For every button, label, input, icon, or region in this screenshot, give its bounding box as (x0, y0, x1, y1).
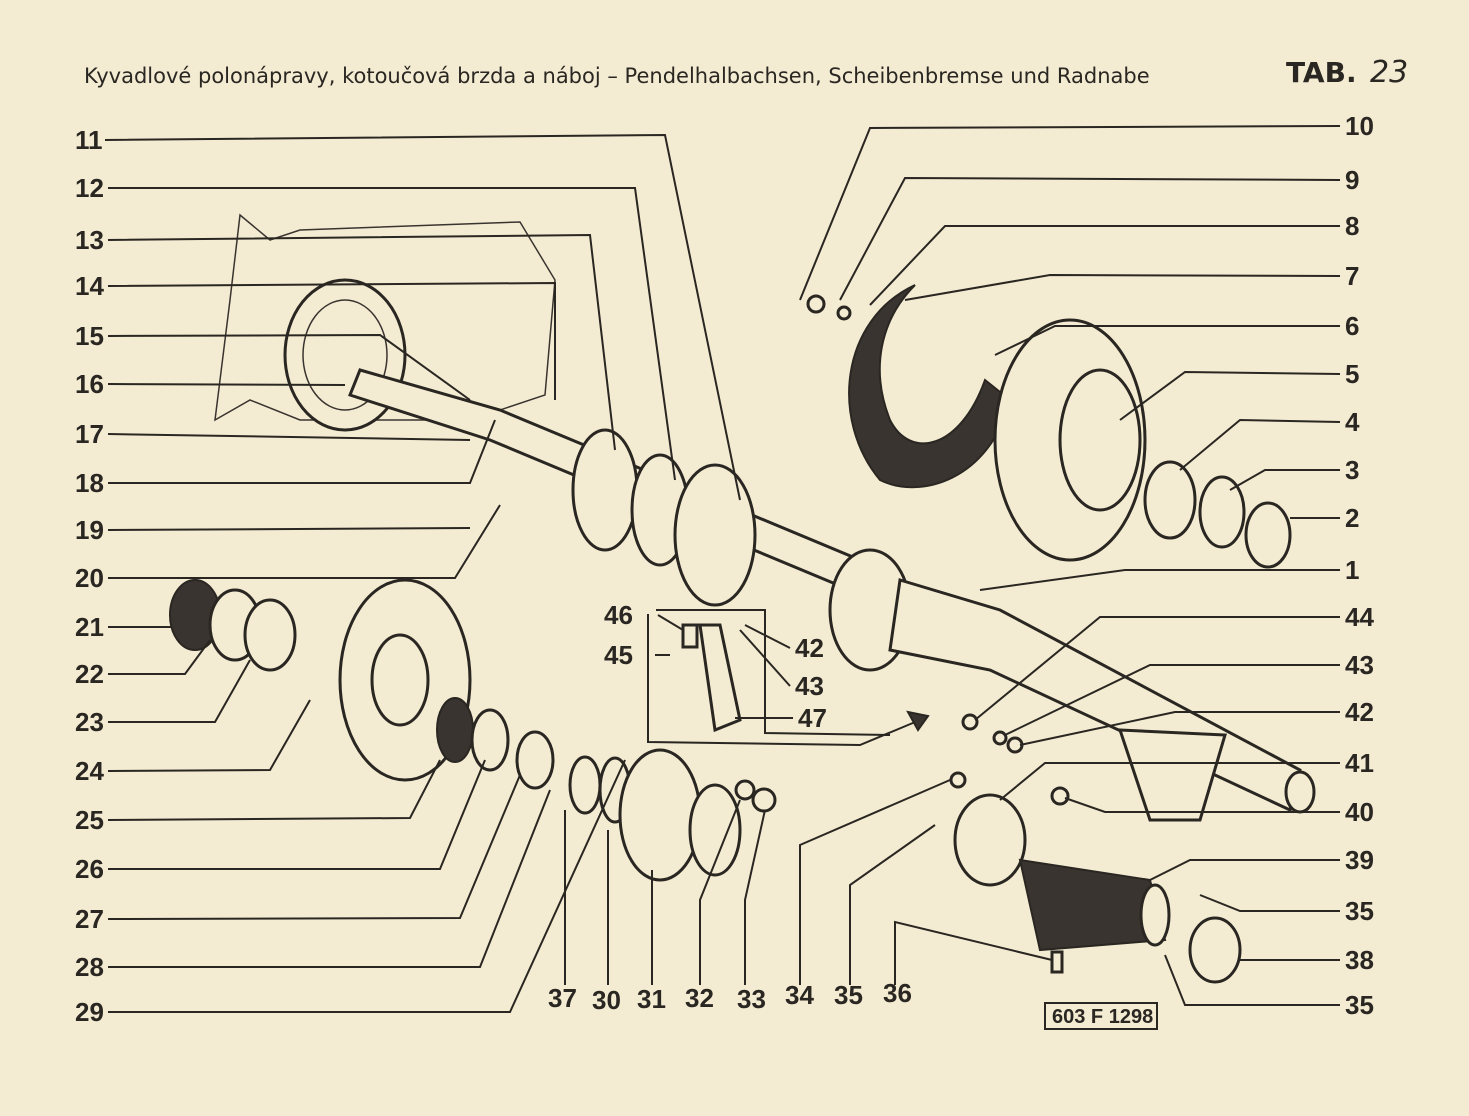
tab-label: TAB. (1286, 56, 1357, 89)
ring-26 (470, 708, 510, 772)
clamp-41 (953, 793, 1027, 887)
part-label: 13 (75, 225, 104, 255)
part-label: 14 (75, 271, 104, 301)
part-label: 27 (75, 904, 104, 934)
inset-detail (647, 609, 930, 747)
part-label: 20 (75, 563, 104, 593)
part-label: 17 (75, 419, 104, 449)
part-label: 33 (737, 984, 766, 1014)
part-label: 15 (75, 321, 104, 351)
part-label: 43 (1345, 650, 1374, 680)
tab-number: 23 (1370, 55, 1408, 90)
part-label: 18 (75, 468, 104, 498)
bearing-25 (436, 697, 474, 763)
part-label: 42 (795, 633, 824, 663)
part-label: 2 (1345, 503, 1359, 533)
bolt-36 (1050, 950, 1064, 974)
part-label: 37 (548, 983, 577, 1013)
part-label: 12 (75, 173, 104, 203)
part-label: 5 (1345, 359, 1359, 389)
labels-inset: 46 45 42 43 47 (604, 600, 827, 733)
part-label: 22 (75, 659, 104, 689)
labels-left: 11 12 13 14 15 16 17 18 19 20 21 22 23 2… (75, 125, 104, 1027)
labels-right: 10 9 8 7 6 5 4 3 2 1 44 43 42 41 40 39 3… (1345, 111, 1374, 1020)
part-label: 43 (795, 671, 824, 701)
part-label: 38 (1345, 945, 1374, 975)
labels-bottom: 37 30 31 32 33 34 35 36 (548, 978, 912, 1015)
ring-37 (568, 755, 602, 815)
ring-2 (1244, 501, 1292, 569)
part-label: 35 (1345, 990, 1374, 1020)
part-label: 21 (75, 612, 104, 642)
seal-4 (1143, 460, 1197, 540)
nut-27 (515, 730, 555, 790)
part-label: 28 (75, 952, 104, 982)
part-label: 6 (1345, 311, 1359, 341)
part-label: 31 (637, 984, 666, 1014)
part-label: 23 (75, 707, 104, 737)
part-label: 41 (1345, 748, 1374, 778)
drawing-code: 603 F 1298 (1052, 1006, 1153, 1028)
part-label: 36 (883, 978, 912, 1008)
drawing-code-box: 603 F 1298 (1044, 1002, 1158, 1030)
part-label: 11 (75, 125, 103, 155)
sleeve-23 (243, 598, 297, 672)
bracket (1117, 728, 1227, 822)
part-label: 24 (75, 756, 104, 786)
part-label: 9 (1345, 165, 1359, 195)
part-label: 30 (592, 985, 621, 1015)
nut-33 (751, 787, 777, 813)
part-label: 25 (75, 805, 104, 835)
part-label: 4 (1345, 407, 1360, 437)
part-label: 29 (75, 997, 104, 1027)
part-label: 8 (1345, 211, 1359, 241)
rubber-boot (1018, 858, 1167, 952)
part-label: 7 (1345, 261, 1359, 291)
part-label: 47 (798, 703, 827, 733)
part-label: 10 (1345, 111, 1374, 141)
part-label: 44 (1345, 602, 1374, 632)
gasket-13 (571, 428, 639, 552)
part-label: 1 (1345, 555, 1359, 585)
part-label: 42 (1345, 697, 1374, 727)
ring-3 (1198, 475, 1246, 549)
leader-lines (104, 125, 1341, 1013)
part-label: 26 (75, 854, 104, 884)
hub-cap (618, 748, 702, 882)
strap-47 (698, 623, 742, 733)
part-label: 39 (1345, 845, 1374, 875)
gearbox-housing (214, 213, 556, 422)
part-label: 32 (685, 983, 714, 1013)
flange-11 (673, 463, 757, 607)
part-label: 35 (834, 980, 863, 1010)
brake-shield (848, 284, 1012, 489)
part-label: 19 (75, 515, 104, 545)
part-label: 16 (75, 369, 104, 399)
part-label: 34 (785, 980, 814, 1010)
nut-40 (1050, 786, 1070, 806)
part-label: 3 (1345, 455, 1359, 485)
part-label: 46 (604, 600, 633, 630)
part-label: 40 (1345, 797, 1374, 827)
part-label: 45 (604, 640, 633, 670)
washer-32 (734, 779, 756, 801)
part-label: 35 (1345, 896, 1374, 926)
parts-drawing (169, 213, 1316, 984)
clamp-38 (1188, 916, 1242, 984)
diagram-title: Kyvadlové polonápravy, kotoučová brzda a… (84, 64, 1150, 88)
